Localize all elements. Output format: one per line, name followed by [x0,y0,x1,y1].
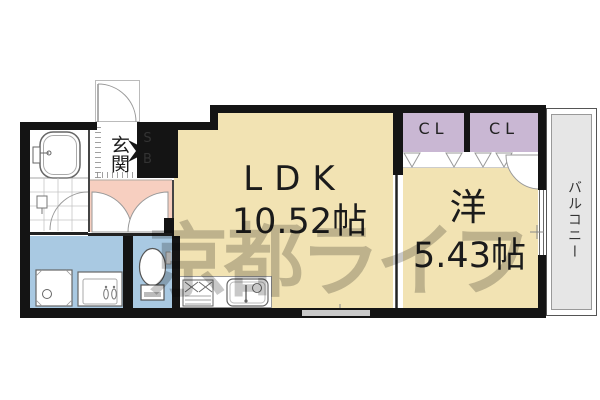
wall-step-vertical [210,105,218,130]
wall-right-upper [538,105,546,190]
closet-left-label: CL [418,119,449,138]
western-room-label: 洋 [449,186,487,229]
wall-washroom-toilet [123,236,133,308]
ldk-size-label: 10.52帖 [231,202,368,242]
wall-bathroom-top [20,122,97,130]
wall-toilet-right [172,236,180,308]
wall-bottom [20,308,546,318]
wall-closet-divider [464,105,470,152]
bathroom-floor [30,130,88,232]
balcony-floor [551,114,592,310]
watermark-text: 京都ライフ [148,215,532,308]
closet-door-track [403,152,538,168]
wall-entry-step-top [178,122,218,130]
wall-shoebox-block [137,122,178,178]
western-room-size-label: 5.43帖 [413,236,526,276]
closet-right-box [470,113,538,152]
ldk-label: LDK [243,159,347,199]
wall-hallway-bottom [88,233,172,236]
wall-hallway-stub [164,218,174,236]
wall-hallway-ldk [172,180,174,218]
entrance-label: 玄関 [108,135,130,173]
wall-right-lower [538,255,546,312]
closet-right-label: CL [488,119,520,138]
balcony-label: バルコニー [566,179,582,260]
wall-bathroom-hallway [88,130,90,232]
closet-left-box [403,113,464,152]
wall-top [210,105,545,113]
wall-ldk-western [393,105,403,175]
shoebox-label: SB [143,131,152,167]
ldk-floor-upper [218,113,393,128]
washroom-floor [30,236,123,308]
wall-left [20,122,30,318]
entrance-door-swing-zone [95,80,140,122]
window-bottom [302,309,370,316]
wall-bathroom-washroom [30,232,88,235]
